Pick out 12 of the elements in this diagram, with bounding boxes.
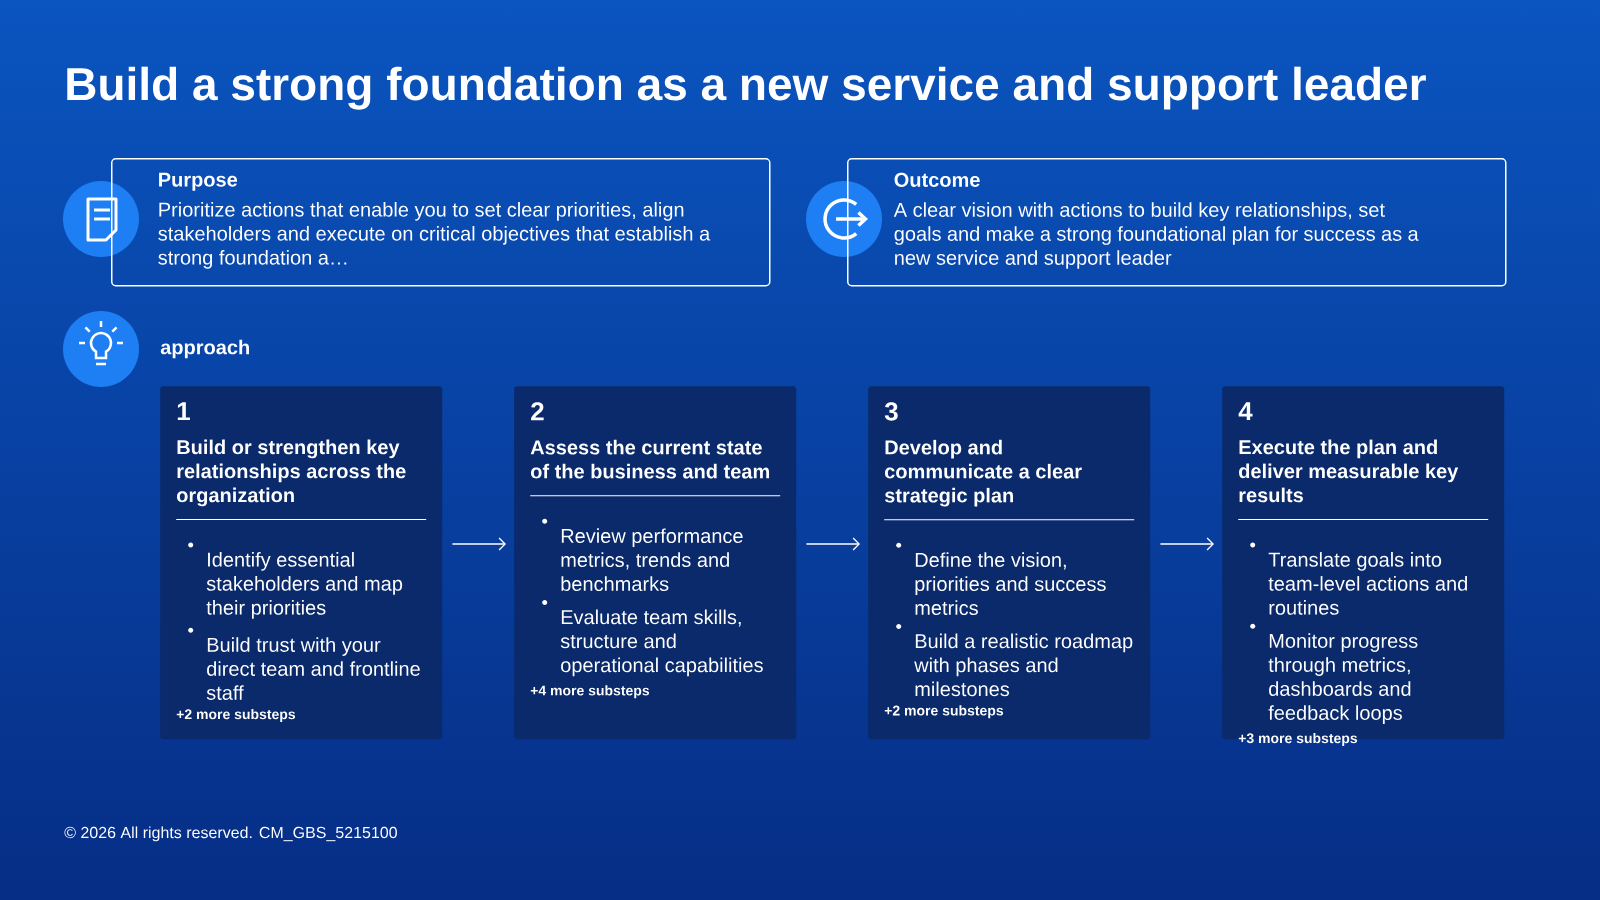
info-box: Purpose Prioritize actions that enable you to set clear priorities, align stakeholders and execute on critical objectives that establish a strong foundation a… (111, 158, 771, 287)
step-card: 4 Execute the plan and deliver measurable key results Translate goals into team-level actions and routines Monitor progress through metrics, dashboards and feedback loops +3 more substeps (1222, 386, 1505, 746)
title: Build a strong foundation as a new service and support leader (67, 66, 1426, 110)
section-heading: approach (160, 339, 249, 359)
arrow (1159, 537, 1214, 551)
step-card: 1 Build or strengthen key relationships across the organization Identify essential stakeholders and map their priorities Build trust with your direct team and frontline staff +2 more substeps (160, 386, 443, 740)
info-box: Outcome A clear vision with actions to build key relationships, set goals and make a strong foundational plan for success as a new service and support leader (847, 158, 1507, 287)
copyright-note: © 2026 All rights reserved. CM_GBS_5215100 (64, 826, 397, 842)
step-card: 2 Assess the current state of the business and team Review performance metrics, trends and benchmarks Evaluate team skills, structure and operational capabilities +4 more substeps (514, 386, 797, 740)
arrow (805, 537, 860, 551)
arrow (451, 537, 506, 551)
step-card: 3 Develop and communicate a clear strategic plan Define the vision, priorities and success metrics Build a realistic roadmap with phases and milestones +2 more substeps (868, 386, 1151, 740)
